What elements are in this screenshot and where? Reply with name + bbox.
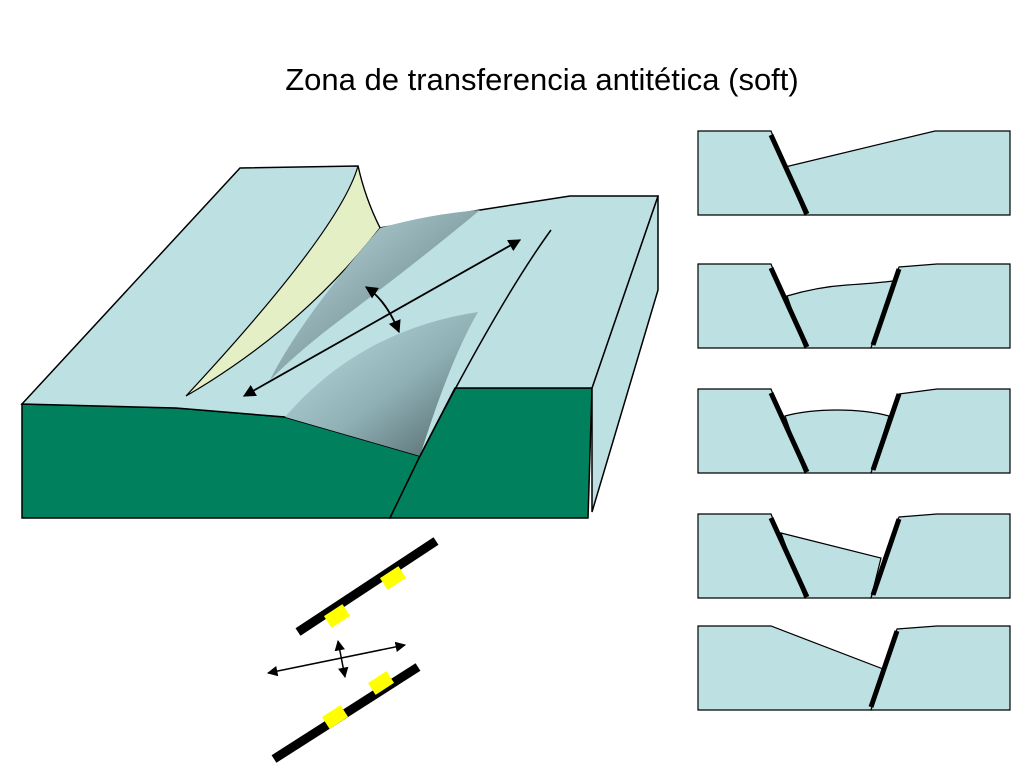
fault-line xyxy=(768,391,810,474)
upper-fault-segment xyxy=(295,537,439,636)
footwall-scarp xyxy=(185,165,381,397)
fault-line xyxy=(768,266,810,349)
fault-line xyxy=(768,516,810,599)
slide-title: Zona de transferencia antitética (soft) xyxy=(285,62,799,97)
fault-line xyxy=(870,393,902,471)
segment-marker xyxy=(323,604,351,628)
cross-section-3 xyxy=(697,388,1011,474)
segment-marker xyxy=(367,671,395,695)
lower-fault-segment xyxy=(271,663,421,763)
fault-line xyxy=(870,268,902,346)
cross-section-5 xyxy=(697,625,1011,711)
cross-section-4 xyxy=(697,513,1011,599)
cross-section-1 xyxy=(697,130,1011,216)
fault-line xyxy=(870,518,902,596)
transfer-arrow xyxy=(364,286,401,334)
segment-marker xyxy=(379,566,407,590)
fault-line xyxy=(868,630,900,708)
fault-line xyxy=(768,133,810,216)
segment-marker xyxy=(321,705,349,729)
map-axis-arrow xyxy=(266,641,407,677)
map-transfer-arrow xyxy=(334,639,349,679)
cross-section-2 xyxy=(697,263,1011,349)
